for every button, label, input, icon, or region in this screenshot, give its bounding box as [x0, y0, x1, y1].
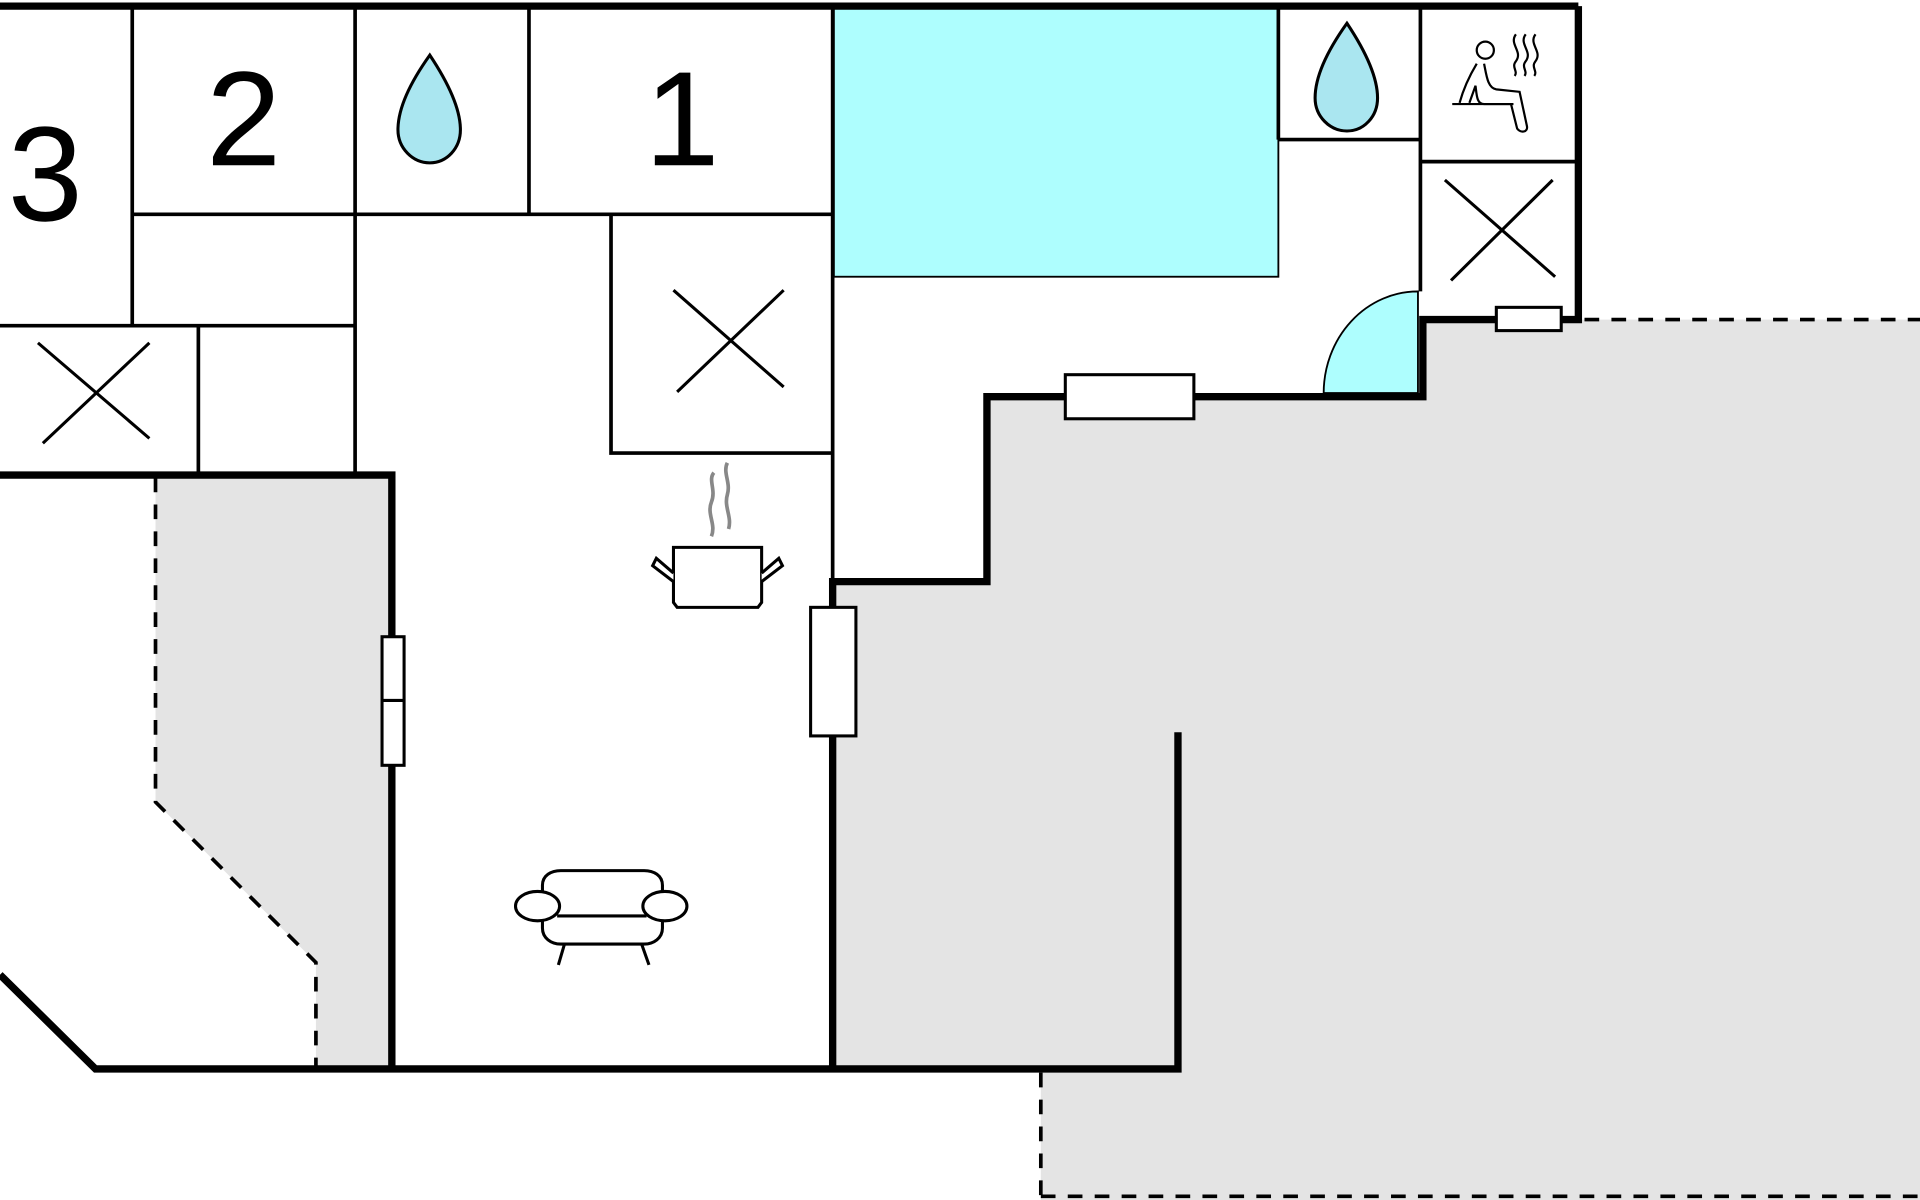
water-drop-icon — [1313, 20, 1380, 133]
terrace-left — [155, 477, 392, 1069]
door-swing — [1322, 290, 1419, 394]
room-number-2: 2 — [206, 43, 281, 194]
sauna-icon — [1452, 33, 1539, 133]
sofa-icon — [513, 869, 689, 966]
water-drop-icon — [396, 52, 462, 165]
windows — [380, 305, 1563, 767]
cross-icon — [1443, 178, 1557, 282]
interior-walls — [0, 6, 1579, 582]
dashed-boundaries — [153, 317, 1920, 1199]
window — [809, 605, 858, 738]
window — [1063, 373, 1196, 421]
cross-icon — [672, 289, 785, 393]
pool — [832, 5, 1280, 278]
kitchen-pot-icon — [650, 462, 785, 609]
cross-icon — [36, 341, 151, 445]
room-number-3: 3 — [8, 98, 83, 249]
terrace-right — [832, 319, 1920, 1200]
room-number-1: 1 — [645, 43, 720, 194]
window — [1494, 305, 1563, 333]
outdoor-areas — [155, 319, 1920, 1200]
